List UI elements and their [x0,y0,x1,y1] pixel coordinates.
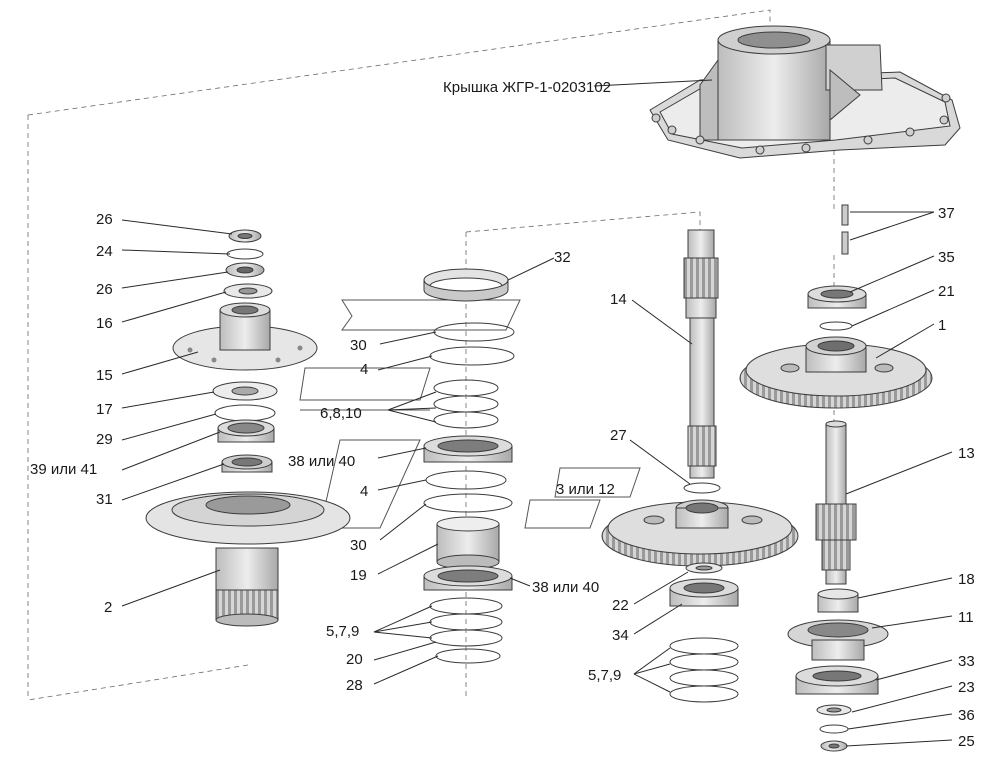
callout-5-7-9-middle: 5,7,9 [326,623,359,640]
washer-23 [816,704,852,716]
callout-39-or-41: 39 или 41 [30,461,97,478]
bearing-38-40-lower [423,565,513,591]
arrow-outlines [299,299,641,529]
snap-ring-30-lower [423,493,513,513]
callout-25: 25 [958,733,975,750]
callout-16: 16 [96,315,113,332]
callout-26-lower: 26 [96,281,113,298]
snap-ring-30-top [433,322,515,342]
cover-title-label: Крышка ЖГР-1-0203102 [443,79,611,96]
callout-4-lower: 4 [360,483,368,500]
snap-ring-29 [214,404,276,422]
callout-38-or-40-lower: 38 или 40 [532,579,599,596]
nut-26-top [228,229,262,243]
snap-ring-28 [435,648,501,664]
hub-2 [145,491,351,627]
callout-37: 37 [938,205,955,222]
ring-4-top [429,346,515,366]
callout-34: 34 [612,627,629,644]
bearing-34 [669,578,739,607]
washer-16 [223,283,273,299]
callout-30-top: 30 [350,337,367,354]
leader-lines [121,79,953,747]
callout-24: 24 [96,243,113,260]
callout-31: 31 [96,491,113,508]
snap-ring-21 [819,321,853,331]
callout-15: 15 [96,367,113,384]
callout-20: 20 [346,651,363,668]
callout-23: 23 [958,679,975,696]
nut-26-lower [225,262,265,278]
callout-4-top: 4 [360,361,368,378]
washer-17 [212,381,278,401]
callout-35: 35 [938,249,955,266]
gear-3-12 [601,499,799,567]
labels: Крышка ЖГР-1-0203102 26 24 26 16 15 17 2… [30,79,975,750]
callout-22: 22 [612,597,629,614]
callout-19: 19 [350,567,367,584]
callout-28: 28 [346,677,363,694]
housing-cover [649,25,961,159]
callout-18: 18 [958,571,975,588]
bearing-35 [807,285,867,309]
callout-27: 27 [610,427,627,444]
lock-washer-24 [226,248,264,260]
shaft-14 [683,229,719,479]
callout-5-7-9-right: 5,7,9 [588,667,621,684]
keys-37 [841,204,849,255]
callout-26-top: 26 [96,211,113,228]
bearing-38-40-top [423,435,513,463]
sleeve-19 [436,516,500,570]
bearing-33 [795,665,879,695]
gear-1 [739,336,933,409]
callout-2: 2 [104,599,112,616]
seal-31 [221,454,273,473]
pinion-shaft-13 [815,420,857,585]
washer-22 [685,562,723,574]
callout-14: 14 [610,291,627,308]
lock-washer-36 [819,724,849,734]
callout-30-lower: 30 [350,537,367,554]
ring-32 [423,268,509,302]
callout-3-or-12: 3 или 12 [556,481,615,498]
callout-38-or-40-top: 38 или 40 [288,453,355,470]
callout-13: 13 [958,445,975,462]
callout-36: 36 [958,707,975,724]
callout-1: 1 [938,317,946,334]
rings-5-7-9-right [669,637,739,703]
callout-33: 33 [958,653,975,670]
spacer-18 [817,588,859,613]
callout-32: 32 [554,249,571,266]
callout-6-8-10: 6,8,10 [320,405,362,422]
callout-29: 29 [96,431,113,448]
callout-21: 21 [938,283,955,300]
nut-25 [820,740,848,752]
rings-6-8-10 [433,379,499,429]
bearing-39-41 [217,419,275,443]
cup-11 [787,619,889,661]
callout-11: 11 [958,609,974,626]
callout-17: 17 [96,401,113,418]
flange-15 [172,302,318,371]
snap-ring-27 [683,482,721,494]
